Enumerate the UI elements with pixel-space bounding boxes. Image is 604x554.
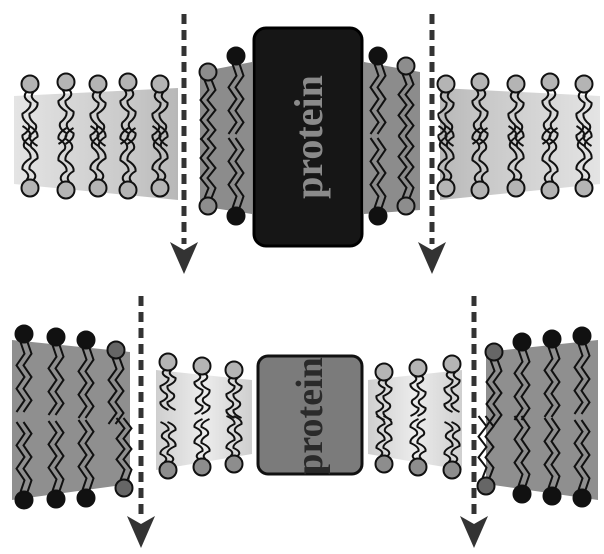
lipid-molecule bbox=[374, 415, 394, 474]
lipid-molecule bbox=[476, 415, 496, 496]
bottom-left-membrane-band bbox=[12, 340, 130, 500]
bottom-protein-label: protein bbox=[289, 357, 331, 475]
lipid-molecule bbox=[56, 127, 76, 200]
lipid-molecule bbox=[408, 418, 428, 477]
lipid-molecule bbox=[114, 417, 134, 498]
top-protein-block bbox=[252, 26, 364, 248]
bottom-protein-block bbox=[256, 354, 364, 476]
lipid-molecule bbox=[396, 56, 416, 137]
lipid-molecule bbox=[542, 329, 562, 418]
lipid-molecule bbox=[76, 419, 96, 508]
lipid-molecule bbox=[158, 421, 178, 480]
lipid-molecule bbox=[76, 330, 96, 419]
lipid-molecule bbox=[574, 125, 594, 198]
lipid-molecule bbox=[88, 125, 108, 198]
top-protein-label: protein bbox=[286, 75, 331, 199]
lipid-molecule bbox=[46, 420, 66, 509]
lipid-molecule bbox=[540, 127, 560, 200]
lipid-molecule bbox=[442, 421, 462, 480]
lipid-molecule bbox=[224, 360, 244, 419]
lipid-molecule bbox=[192, 356, 212, 415]
lipid-molecule bbox=[512, 415, 532, 504]
lipid-molecule bbox=[374, 362, 394, 421]
lipid-molecule bbox=[506, 74, 526, 147]
lipid-molecule bbox=[368, 46, 388, 135]
lipid-molecule bbox=[470, 72, 490, 145]
lipid-molecule bbox=[368, 137, 388, 226]
lipid-molecule bbox=[14, 324, 34, 413]
lipid-molecule bbox=[198, 62, 218, 141]
lipid-molecule bbox=[572, 326, 592, 415]
lipid-molecule bbox=[396, 135, 416, 216]
lipid-molecule bbox=[226, 46, 246, 135]
lipid-molecule bbox=[88, 74, 108, 147]
lipid-molecule bbox=[224, 415, 244, 474]
lipid-molecule bbox=[20, 74, 40, 147]
bottom-lipids bbox=[14, 324, 592, 510]
lipid-molecule bbox=[192, 418, 212, 477]
lipid-molecule bbox=[572, 419, 592, 508]
bottom-left-dashed-arrow bbox=[127, 296, 155, 548]
lipid-molecule bbox=[436, 125, 456, 198]
lipid-molecule bbox=[512, 332, 532, 421]
lipid-molecule bbox=[150, 125, 170, 198]
lipid-molecule bbox=[106, 340, 126, 425]
lipid-molecule bbox=[14, 421, 34, 510]
lipid-molecule bbox=[542, 417, 562, 506]
lipid-molecule bbox=[470, 127, 490, 200]
lipid-molecule bbox=[198, 137, 218, 216]
lipid-molecule bbox=[46, 327, 66, 416]
bottom-panel: protein bbox=[12, 296, 598, 548]
bottom-right-dashed-arrow bbox=[460, 296, 488, 548]
lipid-molecule bbox=[158, 352, 178, 411]
top-left-inner-membrane-band bbox=[200, 62, 252, 214]
lipid-molecule bbox=[574, 74, 594, 147]
lipid-molecule bbox=[226, 137, 246, 226]
lipid-molecule bbox=[150, 74, 170, 147]
lipid-molecule bbox=[506, 125, 526, 198]
lipid-molecule bbox=[118, 127, 138, 200]
lipid-molecule bbox=[442, 354, 462, 413]
lipid-molecule bbox=[484, 342, 504, 427]
lipid-molecule bbox=[408, 358, 428, 417]
top-panel: protein bbox=[14, 14, 600, 274]
lipid-molecule bbox=[20, 125, 40, 198]
top-lipids bbox=[20, 46, 594, 226]
top-right-dashed-arrow bbox=[418, 14, 446, 274]
bottom-right-membrane-band bbox=[486, 340, 598, 500]
lipid-molecule bbox=[436, 74, 456, 147]
top-left-dashed-arrow bbox=[170, 14, 198, 274]
